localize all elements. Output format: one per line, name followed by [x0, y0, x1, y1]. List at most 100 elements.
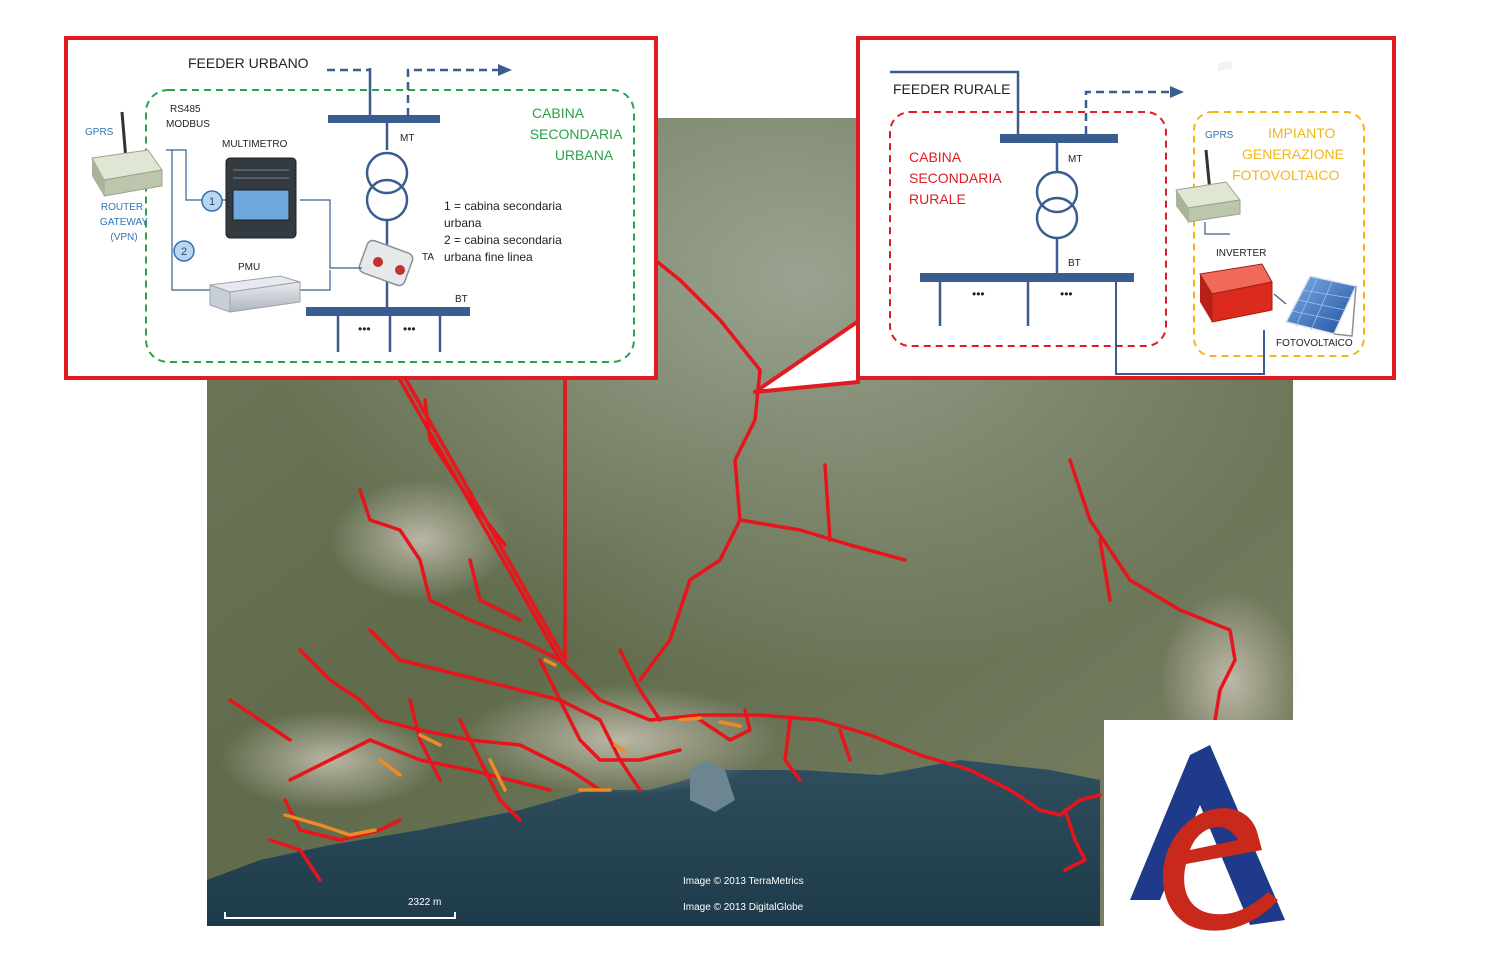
- current-transformer-clamp: [395, 265, 405, 275]
- rural-substation-callout: FEEDER RURALE CABINA SECONDARIA RURALE M…: [856, 36, 1396, 380]
- urban-legend-1a: 1 = cabina secondaria: [444, 199, 562, 213]
- rural-router-device: [1175, 149, 1241, 223]
- rural-feeder-label: FEEDER RURALE: [893, 81, 1010, 97]
- inverter-side: [1200, 274, 1212, 322]
- network-lines-secondary: [283, 658, 742, 837]
- network-line: [823, 463, 832, 542]
- urban-router-label-3: (VPN): [110, 232, 137, 243]
- urban-feeder-arrow: [498, 64, 512, 76]
- inverter-panel-wire: [1273, 293, 1287, 305]
- network-line: [468, 558, 522, 622]
- router-side: [92, 158, 104, 196]
- map-credit-terrametrics: Image © 2013 TerraMetrics: [683, 876, 804, 887]
- router-gateway-device: [91, 111, 163, 197]
- fotovoltaico-label: FOTOVOLTAICO: [1276, 338, 1353, 349]
- network-line: [1068, 458, 1237, 722]
- urban-cabina-title-1: CABINA: [532, 105, 585, 121]
- scale-bar: 2322 m: [224, 897, 456, 919]
- network-line: [228, 698, 292, 742]
- rural-bt-bus: [920, 273, 1134, 282]
- solar-panel-grid: [1291, 278, 1351, 331]
- rural-bt-label: BT: [1068, 258, 1081, 269]
- multimeter-device: [225, 157, 297, 239]
- rural-cabina-title-3: RURALE: [909, 191, 966, 207]
- network-line: [698, 708, 752, 742]
- pv-plant-boundary: [1193, 111, 1365, 357]
- urban-bt-bus: [306, 307, 470, 316]
- logo-e-shape: [1162, 808, 1278, 931]
- solar-panel-stand: [1333, 285, 1357, 337]
- network-line-secondary: [543, 658, 557, 667]
- rural-transformer-primary: [1035, 170, 1079, 214]
- network-line: [628, 238, 762, 682]
- urban-substation-callout: FEEDER URBANO CABINA SECONDARIA URBANA M…: [64, 36, 658, 380]
- network-line: [1063, 808, 1087, 872]
- pmu-device: [209, 275, 301, 313]
- multimeter-ta-wire: [300, 199, 362, 269]
- urban-transformer-primary: [365, 151, 409, 195]
- rural-cabina-title-1: CABINA: [909, 149, 962, 165]
- rural-feeder-line: [890, 70, 1020, 134]
- network-line: [298, 648, 602, 792]
- network-line-secondary: [678, 716, 702, 722]
- pv-title-2: GENERAZIONE: [1242, 146, 1344, 162]
- urban-legend-2b: urbana fine linea: [444, 250, 533, 264]
- map-credit-digitalglobe: Image © 2013 DigitalGlobe: [683, 902, 804, 913]
- scale-bar-line: [224, 912, 456, 919]
- rs485-label-2: MODBUS: [166, 119, 210, 130]
- pmu-label: PMU: [238, 262, 260, 273]
- network-line: [1098, 538, 1112, 602]
- urban-legend-1b: urbana: [444, 216, 482, 230]
- network-line-secondary: [613, 743, 627, 754]
- router-antenna: [120, 111, 128, 161]
- network-line-secondary: [488, 758, 507, 792]
- network-line: [618, 648, 662, 722]
- network-line-secondary: [718, 720, 742, 728]
- network-line: [538, 658, 682, 762]
- inverter-label: INVERTER: [1216, 248, 1266, 259]
- urban-gprs-label: GPRS: [85, 127, 114, 138]
- marker-2-label: 2: [181, 246, 187, 258]
- rural-feeder-out: [1084, 90, 1172, 134]
- urban-router-label-2: GATEWAY: [100, 217, 148, 228]
- urban-bt-dots-2: •••: [403, 322, 416, 336]
- pv-title-3: FOTOVOLTAICO: [1232, 167, 1339, 183]
- urban-router-label-1: ROUTER: [101, 202, 143, 213]
- rural-bt-feeders: [938, 282, 1030, 326]
- company-logo: [1104, 720, 1300, 956]
- urban-bt-dots-1: •••: [358, 322, 371, 336]
- pv-title-1: IMPIANTO: [1268, 125, 1336, 141]
- rural-router-side: [1176, 190, 1188, 222]
- current-transformer-clamp: [373, 257, 383, 267]
- network-line-secondary: [283, 813, 377, 837]
- urban-callout-frame: [64, 36, 658, 380]
- marker-1-label: 1: [209, 196, 215, 208]
- rural-mt-label: MT: [1068, 154, 1082, 165]
- scale-bar-label: 2322 m: [408, 897, 441, 908]
- rural-mt-bus: [1000, 134, 1118, 143]
- harbour: [690, 760, 735, 812]
- network-line: [838, 728, 852, 762]
- urban-cabina-title-2: SECONDARIA: [530, 126, 623, 142]
- urban-feeder-label: FEEDER URBANO: [188, 55, 309, 71]
- urban-bt-label: BT: [455, 294, 468, 305]
- rs485-label-1: RS485: [170, 104, 201, 115]
- urban-ta-label: TA: [422, 252, 434, 263]
- marker-1: [201, 190, 223, 212]
- network-line: [268, 838, 322, 882]
- logo-a-shape: [1130, 745, 1285, 925]
- current-transformer-device: [358, 239, 414, 287]
- rural-cabina-boundary: [889, 111, 1167, 347]
- network-line: [283, 798, 402, 842]
- solar-panel-device: [1284, 275, 1358, 337]
- rural-router-wire: [1204, 222, 1230, 235]
- network-line: [783, 718, 802, 782]
- pmu-wire: [171, 150, 210, 291]
- pmu-front: [229, 281, 301, 313]
- network-line: [458, 718, 522, 822]
- rural-bt-dots-1: •••: [972, 287, 985, 301]
- inverter-device: [1199, 60, 1273, 323]
- pv-connection-line: [1115, 282, 1265, 375]
- multimetro-label: MULTIMETRO: [222, 139, 288, 150]
